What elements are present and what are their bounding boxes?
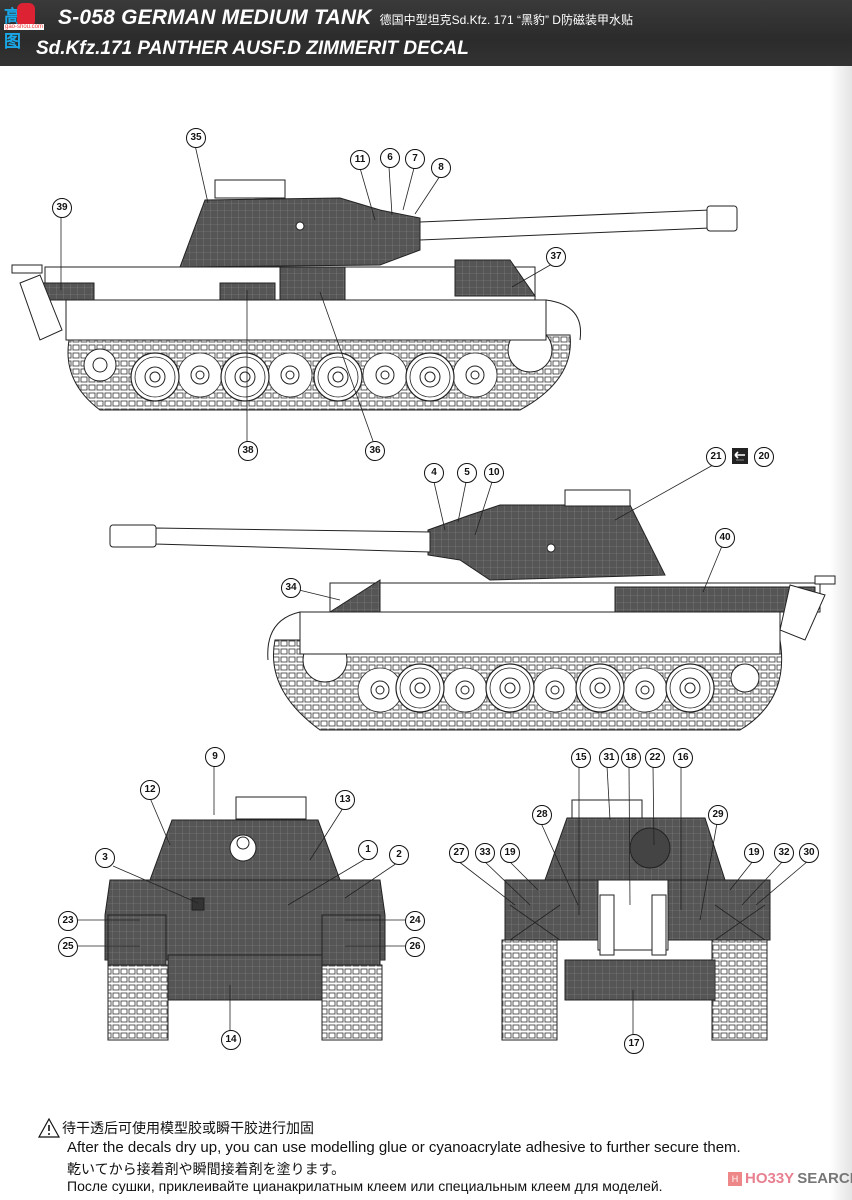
swap-arrow-icon xyxy=(732,448,748,464)
hobby-search-mark-icon: H xyxy=(728,1171,742,1186)
instructions-footer: 待干透后可使用模型胶或瞬干胶进行加固 After the decals dry … xyxy=(0,1110,852,1200)
note-chinese: 待干透后可使用模型胶或瞬干胶进行加固 xyxy=(62,1120,314,1136)
callout-8: 8 xyxy=(431,158,451,178)
warning-triangle-icon xyxy=(38,1118,60,1138)
callout-38: 38 xyxy=(238,441,258,461)
side-view-right xyxy=(11,144,738,442)
hobby-search-hobby: HO33Y xyxy=(745,1170,795,1187)
watermark-url: gao-shou.com xyxy=(4,24,45,30)
callout-19-right: 19 xyxy=(744,843,764,863)
callout-28: 28 xyxy=(532,805,552,825)
callout-11: 11 xyxy=(350,150,370,170)
callout-23: 23 xyxy=(58,911,78,931)
callout-21: 21 xyxy=(706,447,726,467)
callout-35: 35 xyxy=(186,128,206,148)
callout-16: 16 xyxy=(673,748,693,768)
callout-24: 24 xyxy=(405,911,425,931)
callout-18: 18 xyxy=(621,748,641,768)
callout-39: 39 xyxy=(52,198,72,218)
callout-25: 25 xyxy=(58,937,78,957)
callout-17: 17 xyxy=(624,1034,644,1054)
hobby-search-search: SEARCH xyxy=(797,1170,852,1187)
callout-32: 32 xyxy=(774,843,794,863)
callout-20: 20 xyxy=(754,447,774,467)
callout-26: 26 xyxy=(405,937,425,957)
callout-33: 33 xyxy=(475,843,495,863)
callout-37: 37 xyxy=(546,247,566,267)
rear-view xyxy=(457,765,809,1041)
callout-34: 34 xyxy=(281,578,301,598)
watermark-badge-icon xyxy=(17,3,35,27)
callout-12: 12 xyxy=(140,780,160,800)
callout-9: 9 xyxy=(205,747,225,767)
callout-36: 36 xyxy=(365,441,385,461)
title-bar: 高图 gao-shou.com S-058 GERMAN MEDIUM TANK… xyxy=(0,0,852,66)
callout-3: 3 xyxy=(95,848,115,868)
tank-diagrams xyxy=(11,144,836,1041)
callout-40: 40 xyxy=(715,528,735,548)
callout-19-left: 19 xyxy=(500,843,520,863)
callout-14: 14 xyxy=(221,1030,241,1050)
front-view xyxy=(78,765,405,1041)
callout-15: 15 xyxy=(571,748,591,768)
callout-30: 30 xyxy=(799,843,819,863)
watermark-text: 高图 xyxy=(4,7,31,51)
hobby-search-watermark: H HO33Y SEARCH xyxy=(728,1170,852,1187)
callout-5: 5 xyxy=(457,463,477,483)
callout-13: 13 xyxy=(335,790,355,810)
callout-2: 2 xyxy=(389,845,409,865)
callout-27: 27 xyxy=(449,843,469,863)
callout-31: 31 xyxy=(599,748,619,768)
product-title-cn: 德国中型坦克Sd.Kfz. 171 “黑豹” D防磁装甲水贴 xyxy=(379,13,633,27)
note-japanese: 乾いてから接着剤や瞬間接着剤を塗ります。 xyxy=(67,1161,346,1177)
page-edge-shadow xyxy=(830,66,852,1200)
callout-29: 29 xyxy=(708,805,728,825)
note-russian: После сушки, приклеивайте цианакрилатным… xyxy=(67,1178,663,1194)
product-subtitle: Sd.Kfz.171 PANTHER AUSF.D ZIMMERIT DECAL xyxy=(36,38,469,59)
callout-6: 6 xyxy=(380,148,400,168)
callout-4: 4 xyxy=(424,463,444,483)
callout-22: 22 xyxy=(645,748,665,768)
note-english: After the decals dry up, you can use mod… xyxy=(67,1139,741,1156)
callout-7: 7 xyxy=(405,149,425,169)
callout-1: 1 xyxy=(358,840,378,860)
watermark-logo: 高图 gao-shou.com xyxy=(4,2,52,51)
callout-10: 10 xyxy=(484,463,504,483)
product-title: S-058 GERMAN MEDIUM TANK xyxy=(58,6,372,29)
side-view-left xyxy=(109,464,836,731)
